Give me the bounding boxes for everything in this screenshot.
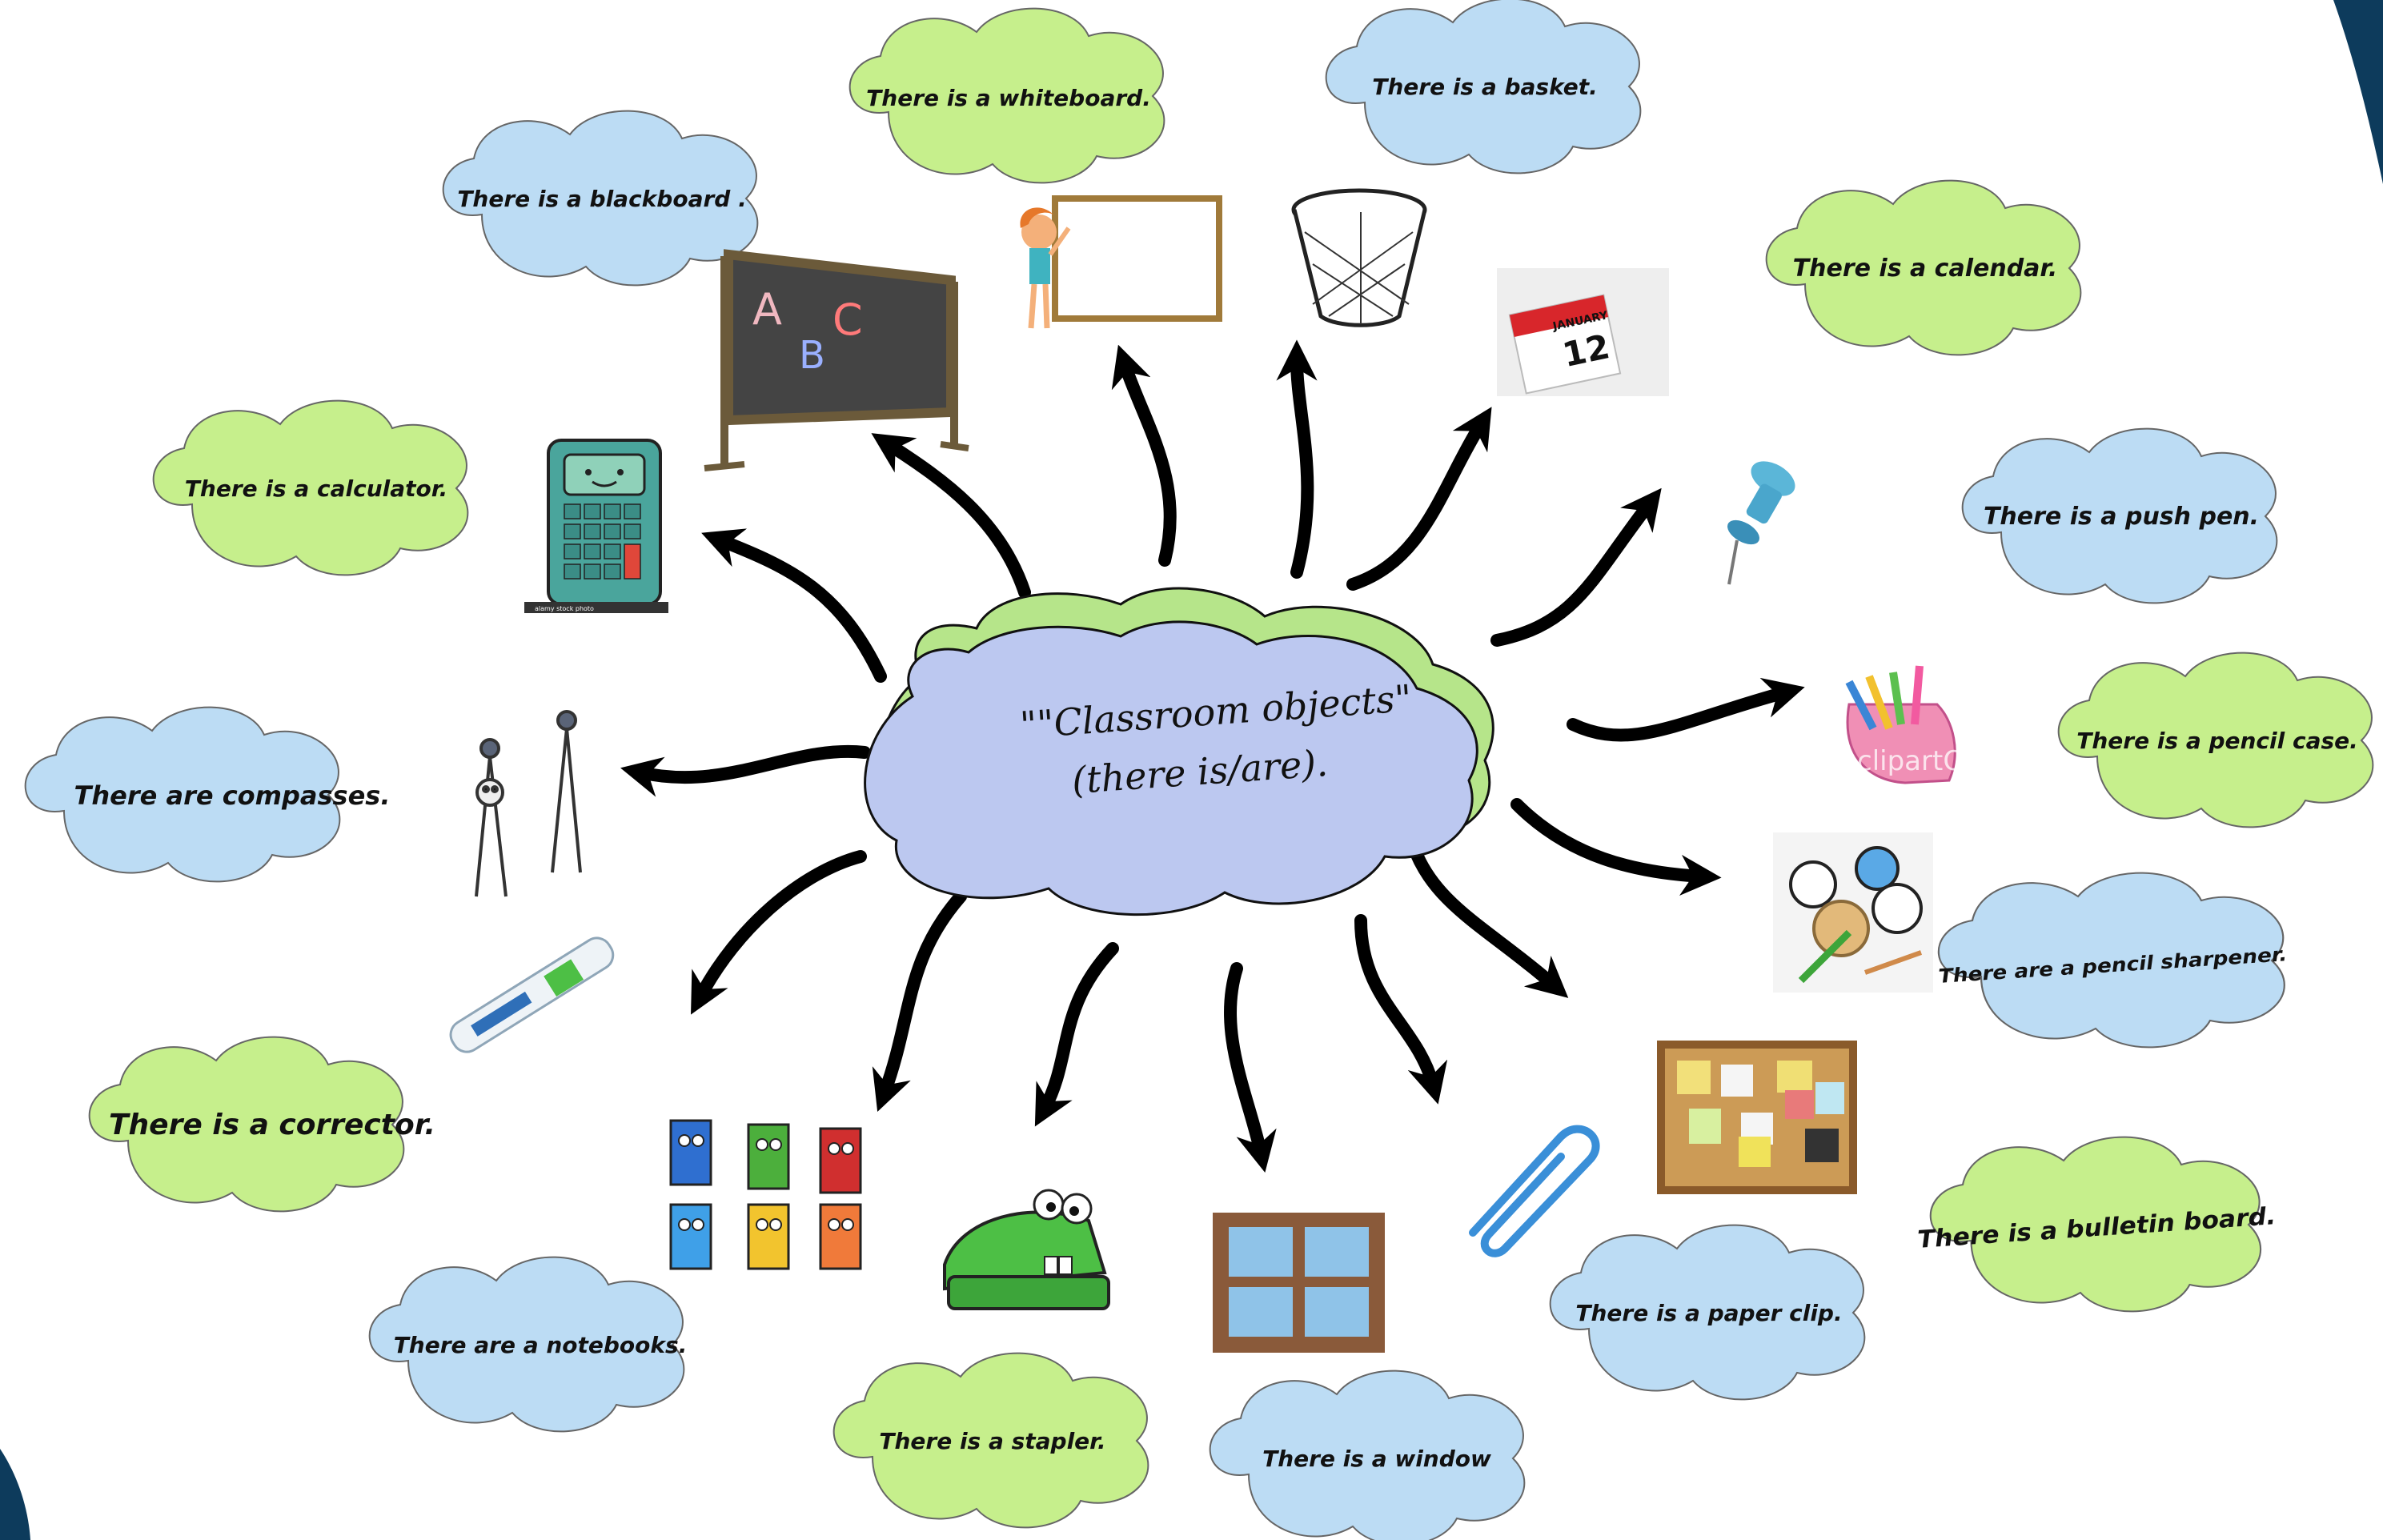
corner-decoration-top-right <box>2333 0 2383 184</box>
cloud-push-pen: There is a push pen. <box>1961 427 2278 604</box>
arrow-window <box>1224 962 1277 1173</box>
cloud-blackboard: There is a blackboard . <box>442 110 759 287</box>
label-window: There is a window <box>1262 1446 1491 1472</box>
label-basket: There is a basket. <box>1372 74 1597 100</box>
arrow-paperclip <box>1354 914 1448 1105</box>
label-calendar: There is a calendar. <box>1793 255 2058 283</box>
arrow-stapler <box>1034 942 1119 1127</box>
label-push-pen: There is a push pen. <box>1984 503 2259 531</box>
bulletin-board-image <box>1657 1041 1857 1194</box>
basket-image <box>1291 188 1427 327</box>
pencil-case-image: clipartO <box>1845 665 1964 784</box>
cloud-calculator: There is a calculator. <box>152 399 469 576</box>
center-node: ""Classroom objects" (there is/are). <box>864 587 1494 916</box>
arrow-corrector <box>691 850 867 1015</box>
notebooks-image <box>669 1119 862 1270</box>
center-cloud <box>864 620 1478 916</box>
cloud-window: There is a window <box>1209 1370 1526 1540</box>
cloud-bulletin-board: There is a bulletin board. <box>1916 1136 2277 1313</box>
label-blackboard: There is a blackboard . <box>457 186 746 212</box>
arrow-basket <box>1276 339 1318 579</box>
window-image <box>1213 1213 1385 1353</box>
cloud-pencil-sharpener: There are a pencil sharpener. <box>1938 872 2288 1049</box>
blackboard-image: A B C <box>704 249 969 471</box>
paper-clip-image <box>1469 1125 1600 1257</box>
arrow-notebooks <box>872 890 967 1113</box>
arrow-calendar <box>1346 407 1492 591</box>
whiteboard-image <box>1020 195 1222 329</box>
arrows <box>620 339 1805 1173</box>
arrow-bulletin <box>1406 838 1569 998</box>
cloud-paper-clip: There is a paper clip. <box>1549 1224 1866 1401</box>
cloud-corrector: There is a corrector. <box>88 1036 435 1213</box>
label-calculator: There is a calculator. <box>185 475 447 502</box>
cloud-whiteboard: There is a whiteboard. <box>848 7 1165 184</box>
arrow-compasses <box>620 744 871 797</box>
cloud-notebooks: There are a notebooks. <box>368 1256 688 1433</box>
label-corrector: There is a corrector. <box>109 1109 435 1141</box>
arrow-blackboard <box>871 433 1031 599</box>
cloud-compasses: There are compasses. <box>24 706 391 883</box>
corrector-image <box>449 936 615 1053</box>
corner-decoration-bottom-left <box>0 1449 30 1540</box>
pencil-case-watermark: clipartO <box>1857 745 1964 777</box>
label-pencil-case: There is a pencil case. <box>2076 728 2358 754</box>
label-notebooks: There are a notebooks. <box>394 1332 688 1358</box>
label-paper-clip: There is a paper clip. <box>1575 1300 1842 1326</box>
calendar-image: JANUARY 12 <box>1497 268 1669 396</box>
arrow-pushpin <box>1490 487 1662 647</box>
label-whiteboard: There is a whiteboard. <box>866 85 1151 111</box>
stapler-image <box>943 1189 1110 1310</box>
calculator-image: alamy stock photo <box>519 439 671 616</box>
cloud-basket: There is a basket. <box>1325 0 1642 174</box>
calendar-day: 12 <box>1559 327 1613 375</box>
compasses-image <box>475 710 582 897</box>
label-compasses: There are compasses. <box>74 780 391 811</box>
arrow-sharpener <box>1510 798 1722 896</box>
cloud-stapler: There is a stapler. <box>832 1352 1149 1529</box>
calculator-watermark: alamy stock photo <box>535 605 594 612</box>
arrow-whiteboard <box>1111 344 1177 567</box>
cloud-pencil-case: There is a pencil case. <box>2057 652 2374 828</box>
chalk-letter-a: A <box>752 284 782 335</box>
arrow-pencil-case <box>1567 677 1805 742</box>
pencil-sharpener-image <box>1773 832 1933 993</box>
cloud-calendar: There is a calendar. <box>1765 179 2082 356</box>
chalk-letter-b: B <box>799 333 825 378</box>
arrow-calculator <box>701 528 887 683</box>
push-pin-image <box>1727 461 1795 585</box>
chalk-letter-c: C <box>832 295 863 345</box>
label-stapler: There is a stapler. <box>879 1428 1105 1454</box>
